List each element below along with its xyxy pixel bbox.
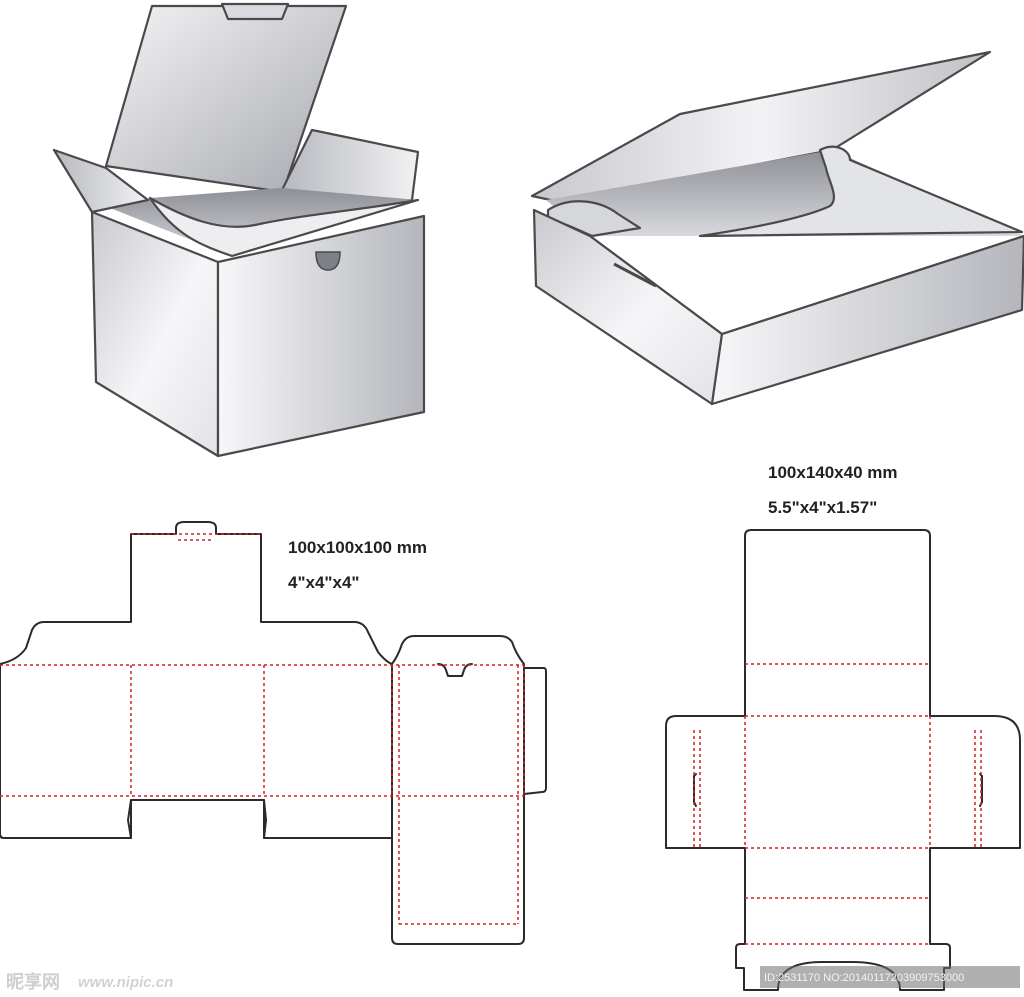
tray-dieline-outline <box>665 529 1021 991</box>
watermark-url: www.nipic.cn <box>78 974 173 991</box>
tray-dims-in: 5.5"x4"x1.57" <box>768 498 877 517</box>
tray-box-side-face <box>710 234 1024 406</box>
cube-dieline-right-panel <box>391 635 525 945</box>
tray-box-illustration <box>530 50 1024 406</box>
cube-dieline-outline <box>0 521 393 839</box>
cube-box-tuck-slot <box>315 251 341 271</box>
cube-box-dieline <box>0 521 547 945</box>
cube-dieline-glue-flap <box>523 667 547 795</box>
cube-box-illustration <box>52 2 426 458</box>
cube-box-left-face <box>90 210 220 458</box>
tray-box-dieline <box>665 529 1021 991</box>
watermark-id: ID:2531170 NO:20140117203909753000 <box>764 972 964 984</box>
cube-dieline-tuck-slot <box>437 663 473 677</box>
tray-box-front-face <box>532 208 724 406</box>
tray-dims-mm: 100x140x40 mm <box>768 463 898 482</box>
watermark-site-name: 昵享网 <box>6 971 60 993</box>
tray-box-inner-flap <box>698 145 1024 238</box>
cube-dims-mm: 100x100x100 mm <box>288 538 427 557</box>
cube-box-lid-tab <box>220 2 290 21</box>
cube-box-left-flap <box>52 148 150 214</box>
watermark-id-band <box>760 966 1020 988</box>
tray-left-slot <box>693 773 697 807</box>
cube-box-right-face <box>216 214 426 458</box>
cube-dims-in: 4"x4"x4" <box>288 573 359 592</box>
cube-box-front-flap <box>148 196 420 258</box>
cube-dieline-lower-flaps <box>0 795 393 839</box>
